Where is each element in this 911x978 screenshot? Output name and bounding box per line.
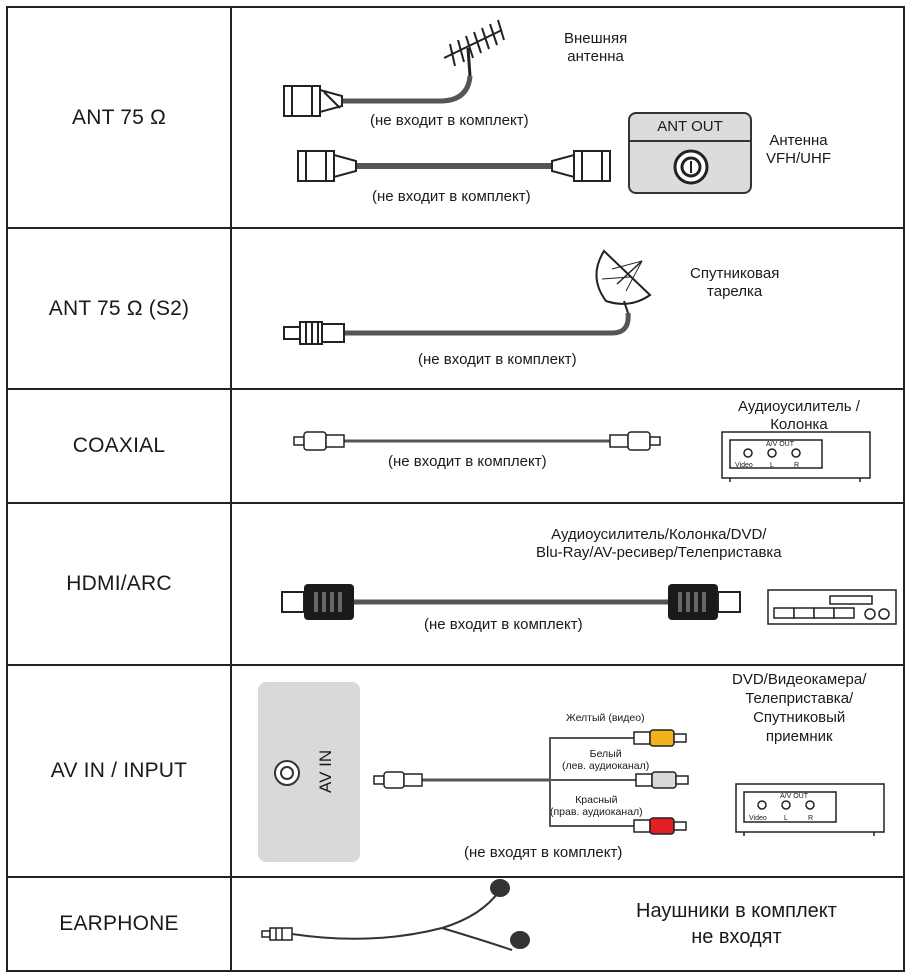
av-in-panel: AV IN [258,682,360,862]
ant-out-label: ANT OUT [630,114,750,142]
hdmi-cable-illustration [281,584,897,625]
dvd-player-icon [767,589,897,625]
f-connector-icon [283,321,345,345]
row-label-av-in: AV IN / INPUT [8,666,232,876]
not-included-note-2: (не входит в комплект) [372,188,531,205]
row-hdmi: HDMI/ARC [8,504,903,666]
red-plug-icon [633,817,687,835]
satellite-dish-label: Спутниковая тарелка [690,265,780,300]
amplifier-label: Аудиоусилитель / Колонка [738,398,860,433]
white-plug-icon [635,771,689,789]
av-out-port-video: Video [735,462,753,469]
row-label-ant-s2: ANT 75 Ω (S2) [8,229,232,388]
hdmi-plug-right-icon [668,584,741,620]
row-av-in: AV IN / INPUT AV IN [8,666,903,878]
not-included-note-1: (не входит в комплект) [370,112,529,129]
coaxial-cable-illustration [293,431,871,482]
row-label-earphone: EARPHONE [8,878,232,970]
antenna-cable-illustration [283,19,611,182]
satellite-dish-icon [595,249,652,314]
row-label-hdmi: HDMI/ARC [8,504,232,664]
external-antenna-icon [443,19,505,77]
yellow-plug-icon [633,729,687,747]
earbud-right-icon [510,931,530,949]
ant-out-port-panel: ANT OUT [628,112,752,194]
row-label-coaxial: COAXIAL [8,390,232,502]
av-out-port-r: R [808,815,814,822]
earphone-note: Наушники в комплект не входят [636,900,837,948]
coax-plug-right-icon [551,150,611,182]
diagram-av-in: AV IN [232,666,903,876]
av-out-port-l: L [784,815,788,822]
av-cable-illustration [373,729,885,836]
diagram-earphone: Наушники в комплект не входят [232,878,903,970]
rca-plug-left-icon [293,431,345,451]
earbud-left-icon [490,879,510,897]
hdmi-device-label: Аудиоусилитель/Колонка/DVD/ Blu-Ray/AV-р… [536,526,782,561]
not-included-note: (не входят в комплект) [464,844,623,861]
earphone-illustration [261,879,530,951]
diagram-coaxial: A/V OUT Video L R (не входит в комплект)… [232,390,903,502]
av-in-socket-icon [274,760,300,786]
coax-plug-icon [283,85,343,117]
row-coaxial: COAXIAL [8,390,903,504]
coax-plug-left-icon [297,150,357,182]
red-right-audio-label: Красный (прав. аудиоканал) [550,794,643,818]
hdmi-plug-left-icon [281,584,354,620]
row-ant-s2: ANT 75 Ω (S2) [8,229,903,390]
row-earphone: EARPHONE Наушники в комплект не входя [8,878,903,970]
yellow-video-label: Желтый (видео) [566,712,645,724]
rca-plug-right-icon [609,431,661,451]
earphone-jack-icon [261,927,293,941]
not-included-note: (не входит в комплект) [418,351,577,368]
diagram-ant-s2: Спутниковая тарелка (не входит в комплек… [232,229,903,388]
coax-socket-icon [673,149,709,185]
row-ant: ANT 75 Ω [8,8,903,229]
white-left-audio-label: Белый (лев. аудиоканал) [562,748,650,772]
av-out-port-l: L [770,462,774,469]
av-plug-left-icon [373,771,423,789]
connection-table: ANT 75 Ω [6,6,905,972]
av-out-port-r: R [794,462,800,469]
diagram-ant: Внешняя антенна (не входит в комплект) (… [232,8,903,227]
not-included-note: (не входит в комплект) [424,616,583,633]
av-source-device-icon [735,783,885,836]
antenna-label: Внешняя антенна [564,30,628,65]
antenna-device-label: Антенна VFH/UHF [766,132,831,167]
av-out-title: A/V OUT [766,441,795,448]
satellite-cable-illustration [283,249,652,345]
diagram-hdmi: Аудиоусилитель/Колонка/DVD/ Blu-Ray/AV-р… [232,504,903,664]
row-label-ant: ANT 75 Ω [8,8,232,227]
av-out-title: A/V OUT [780,793,809,800]
av-out-port-video: Video [749,815,767,822]
audio-amplifier-icon [721,431,871,482]
not-included-note: (не входит в комплект) [388,453,547,470]
av-device-label: DVD/Видеокамера/ Телеприставка/ Спутнико… [732,671,867,745]
